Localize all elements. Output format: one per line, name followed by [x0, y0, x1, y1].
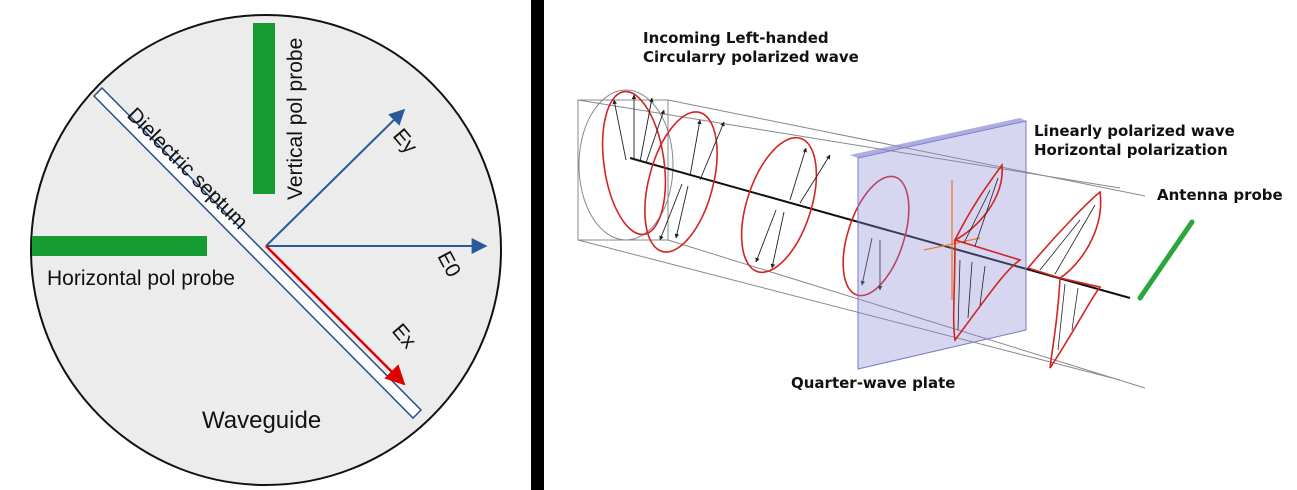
incoming-wave-label-line2: Circularry polarized wave: [643, 48, 859, 66]
linear-field-vectors: [957, 177, 1096, 351]
vertical-pol-probe: [253, 23, 275, 194]
polarization-diagram: Incoming Left-handed Circularry polarize…: [577, 29, 1283, 392]
circular-field-vectors: [612, 94, 883, 291]
horizontal-pol-probe: [32, 236, 207, 256]
linear-wave: [952, 162, 1102, 369]
quarter-wave-plate-label: Quarter-wave plate: [791, 374, 955, 392]
incoming-wave-label-line1: Incoming Left-handed: [643, 29, 829, 47]
waveguide-diagram: Dielectric septum Vertical pol probe Hor…: [30, 14, 502, 486]
linear-wave-label-line1: Linearly polarized wave: [1034, 122, 1235, 140]
circular-wave: [601, 90, 910, 297]
antenna-probe: [1137, 219, 1195, 301]
plate-axes: [923, 180, 981, 300]
vector-ey-arrow: [265, 108, 406, 247]
vertical-probe-label: Vertical pol probe: [284, 38, 307, 200]
antenna-probe-label: Antenna probe: [1157, 186, 1283, 204]
linear-wave-label-line2: Horizontal polarization: [1034, 141, 1228, 159]
waveguide-circle: [30, 14, 502, 486]
horizontal-probe-label: Horizontal pol probe: [47, 267, 235, 290]
vector-ex-arrow: [265, 245, 406, 386]
panel-divider: [531, 0, 544, 490]
quarter-wave-plate: [850, 118, 1027, 370]
dielectric-septum: [92, 86, 423, 420]
waveguide-label: Waveguide: [202, 407, 321, 434]
